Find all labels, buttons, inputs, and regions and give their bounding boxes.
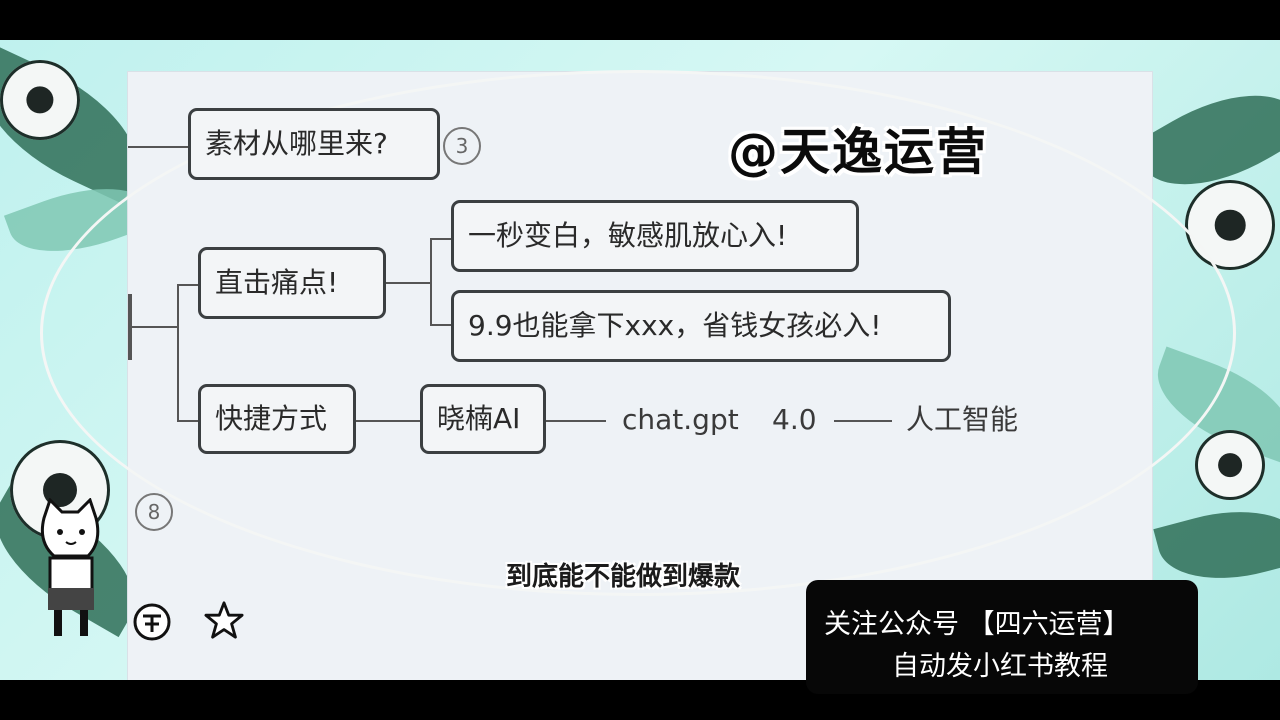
coin-icon[interactable] bbox=[132, 602, 172, 642]
connector-line bbox=[356, 420, 420, 422]
mindmap-chain-item: chat.gpt bbox=[622, 403, 739, 436]
connector-line bbox=[177, 284, 179, 422]
mindmap-node-pain-child[interactable]: 9.9也能拿下xxx，省钱女孩必入! bbox=[451, 290, 951, 362]
flower-decoration bbox=[1195, 430, 1265, 500]
brand-watermark: @天逸运营 bbox=[728, 123, 988, 181]
connector-line bbox=[386, 282, 430, 284]
mindmap-node-pain-point[interactable]: 直击痛点! bbox=[198, 247, 386, 319]
video-subtitle: 到底能不能做到爆款 bbox=[506, 562, 741, 592]
mindmap-node-label: 晓楠AI bbox=[437, 402, 521, 435]
mindmap-chain-item: 4.0 bbox=[772, 403, 817, 436]
connector-line bbox=[128, 146, 190, 148]
connector-line bbox=[430, 238, 432, 326]
connector-line bbox=[430, 324, 452, 326]
promo-banner: 关注公众号 【四六运营】 自动发小红书教程 bbox=[806, 580, 1198, 694]
mindmap-node-label: 9.9也能拿下xxx，省钱女孩必入! bbox=[468, 309, 882, 342]
mindmap-node-shortcut[interactable]: 快捷方式 bbox=[198, 384, 356, 454]
flower-decoration bbox=[1185, 180, 1275, 270]
connector-line bbox=[834, 420, 892, 422]
promo-line-1: 关注公众号 【四六运营】 bbox=[824, 609, 1130, 640]
mindmap-node-label: 素材从哪里来? bbox=[205, 127, 388, 160]
mindmap-node-ai[interactable]: 晓楠AI bbox=[420, 384, 546, 454]
mindmap-node-pain-child[interactable]: 一秒变白，敏感肌放心入! bbox=[451, 200, 859, 272]
connector-line bbox=[128, 294, 132, 360]
number-badge: 3 bbox=[443, 127, 481, 165]
connector-line bbox=[177, 284, 199, 286]
cat-mascot-icon bbox=[36, 497, 106, 638]
video-frame bbox=[0, 40, 1280, 680]
connector-line bbox=[546, 420, 606, 422]
connector-line bbox=[430, 238, 452, 240]
mindmap-node-source[interactable]: 素材从哪里来? bbox=[188, 108, 440, 180]
mindmap-node-label: 快捷方式 bbox=[215, 402, 328, 435]
promo-line-2: 自动发小红书教程 bbox=[892, 651, 1108, 682]
star-icon[interactable] bbox=[204, 600, 244, 640]
mindmap-chain-item: 人工智能 bbox=[906, 403, 1019, 436]
connector-line bbox=[132, 326, 178, 328]
number-badge: 8 bbox=[135, 493, 173, 531]
flower-decoration bbox=[0, 60, 80, 140]
connector-line bbox=[177, 420, 199, 422]
mindmap-node-label: 直击痛点! bbox=[215, 266, 339, 299]
mindmap-node-label: 一秒变白，敏感肌放心入! bbox=[468, 219, 788, 252]
